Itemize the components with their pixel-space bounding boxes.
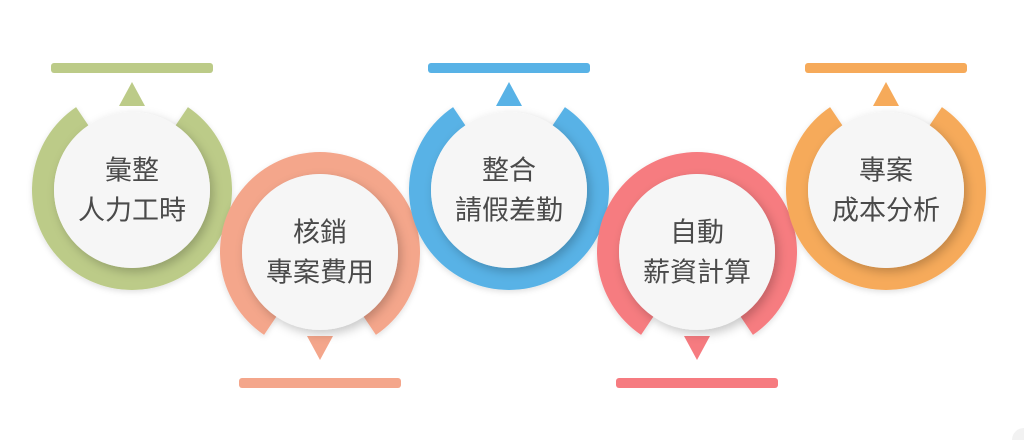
step-5-disc [808, 112, 964, 268]
step-3-label-line-1: 整合 [482, 156, 536, 187]
step-2-pointer [307, 336, 333, 360]
step-1-disc [54, 112, 210, 268]
step-5-bar [805, 63, 967, 73]
step-4-disc [619, 174, 775, 330]
step-5-label-line-2: 成本分析 [832, 196, 940, 227]
step-3-bar [428, 63, 590, 73]
step-2-bar [239, 378, 401, 388]
step-4-label-line-2: 薪資計算 [643, 258, 751, 289]
step-2-label-line-1: 核銷 [293, 218, 347, 249]
step-1-pointer [119, 82, 145, 106]
step-4-label-line-1: 自動 [670, 218, 724, 249]
step-5-label-line-1: 專案 [859, 156, 913, 187]
step-3-disc [431, 112, 587, 268]
step-3-pointer [496, 82, 522, 106]
step-3-label-line-2: 請假差勤 [455, 196, 563, 227]
step-1-bar [51, 63, 213, 73]
step-2-disc [242, 174, 398, 330]
step-1-label-line-1: 彙整 [105, 156, 159, 187]
step-4-pointer [684, 336, 710, 360]
corner-decoration [1012, 428, 1024, 440]
step-5-pointer [873, 82, 899, 106]
step-1-label-line-2: 人力工時 [78, 196, 186, 227]
step-2-label-line-2: 專案費用 [266, 258, 374, 289]
step-4-bar [616, 378, 778, 388]
